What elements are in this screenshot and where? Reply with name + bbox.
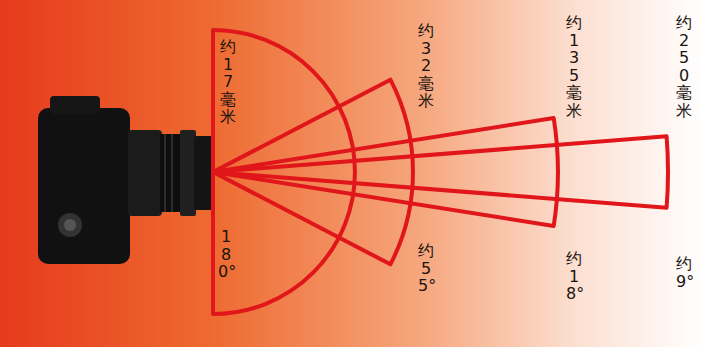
angle-label: 180° — [218, 228, 234, 281]
fan-9 — [213, 136, 668, 207]
focal-length-label: 约135毫米 — [566, 14, 582, 120]
focal-length-label: 约17毫米 — [220, 38, 236, 126]
fan-55 — [213, 80, 413, 265]
fan-18 — [213, 118, 558, 226]
angle-label: 约55° — [418, 242, 434, 295]
angle-label: 约9° — [676, 255, 692, 290]
focal-length-label: 约32毫米 — [418, 22, 434, 110]
camera — [38, 96, 213, 264]
focal-length-label: 约250毫米 — [676, 14, 692, 120]
angle-label: 约18° — [566, 250, 582, 303]
